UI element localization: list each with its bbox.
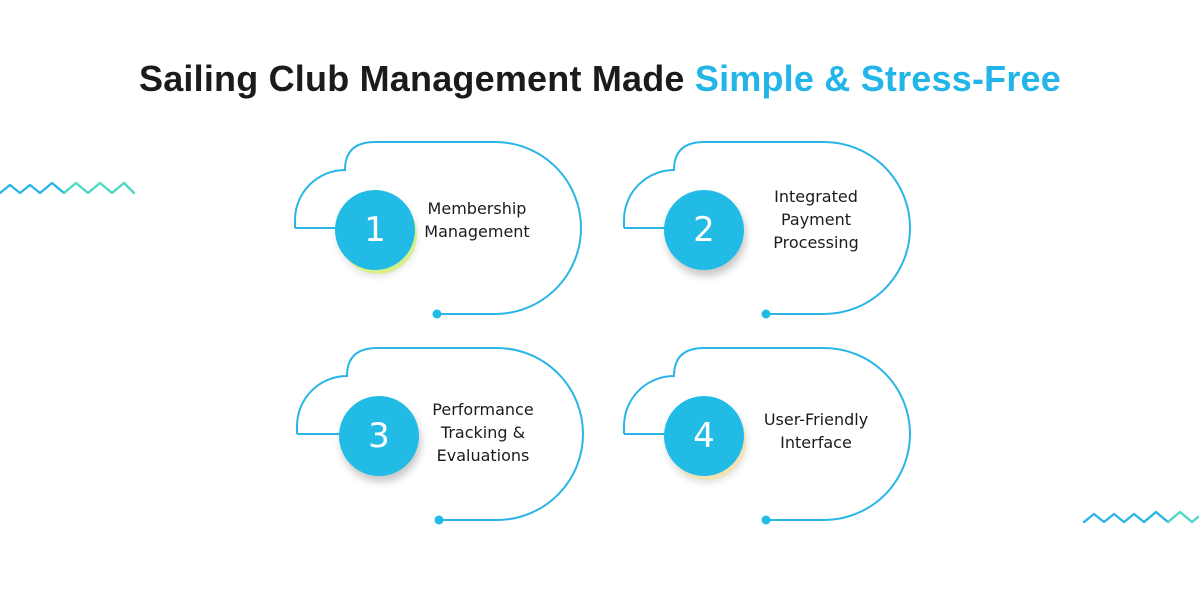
label-line: User-Friendly <box>763 410 869 429</box>
step-number-1: 1 <box>335 190 415 270</box>
card-outline <box>294 141 582 319</box>
feature-label-1: Membership Management <box>407 197 547 243</box>
label-line: Management <box>424 222 530 241</box>
card-outline <box>296 347 584 525</box>
label-line: Tracking & <box>440 423 526 442</box>
page-title: Sailing Club Management Made Simple & St… <box>0 58 1200 100</box>
label-line: Integrated <box>774 187 858 206</box>
step-number-4: 4 <box>664 396 744 476</box>
card-outline <box>623 141 911 319</box>
step-number-2: 2 <box>664 190 744 270</box>
label-line: Payment <box>780 210 852 229</box>
feature-label-3: Performance Tracking & Evaluations <box>413 398 553 467</box>
card-outline <box>623 347 911 525</box>
label-line: Interface <box>780 433 852 452</box>
step-number-3: 3 <box>339 396 419 476</box>
feature-card-2: 2 Integrated Payment Processing <box>623 141 924 322</box>
title-accent: Simple & Stress-Free <box>694 58 1062 99</box>
zigzag-decoration-right <box>1082 510 1200 524</box>
feature-label-4: User-Friendly Interface <box>746 408 886 454</box>
label-line: Evaluations <box>436 446 530 465</box>
zigzag-decoration-left <box>0 181 136 195</box>
label-line: Processing <box>773 233 859 252</box>
feature-card-4: 4 User-Friendly Interface <box>623 347 924 528</box>
feature-label-2: Integrated Payment Processing <box>746 185 886 254</box>
label-line: Performance <box>432 400 534 419</box>
feature-card-1: 1 Membership Management <box>294 141 595 322</box>
feature-card-3: 3 Performance Tracking & Evaluations <box>296 347 597 528</box>
label-line: Membership <box>427 199 527 218</box>
title-main: Sailing Club Management Made <box>138 58 685 99</box>
